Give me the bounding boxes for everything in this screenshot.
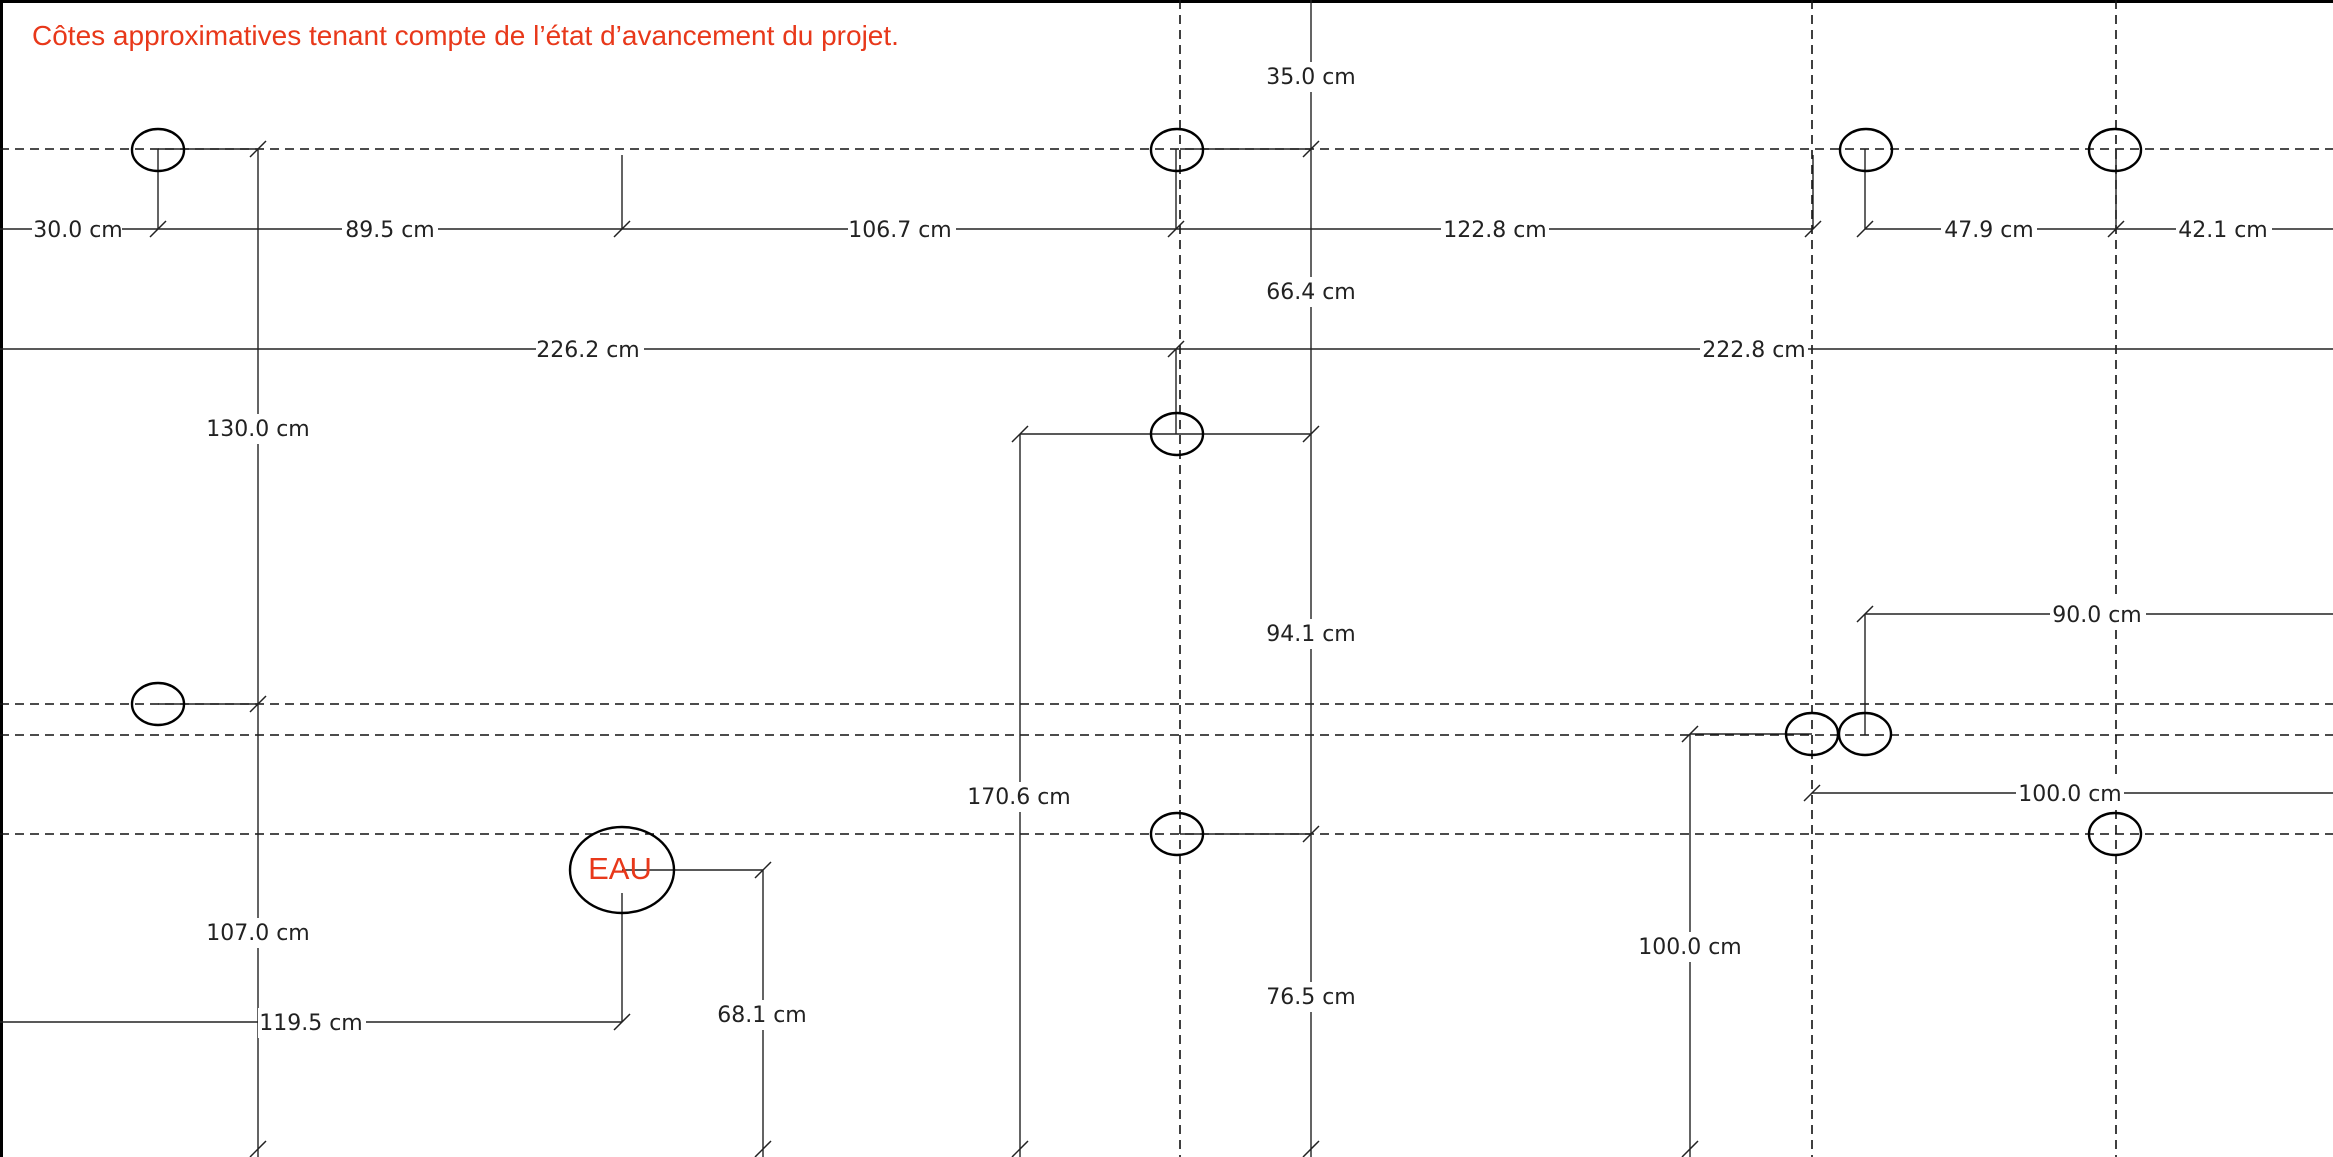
- dimension-label: 66.4 cm: [1266, 280, 1356, 305]
- dimension-label: 68.1 cm: [717, 1003, 807, 1028]
- point-marker: [1838, 127, 1894, 173]
- water-label: EAU: [588, 851, 652, 886]
- dimension-label: 76.5 cm: [1266, 985, 1356, 1010]
- point-marker: [1149, 127, 1205, 173]
- point-marker: [2087, 811, 2143, 857]
- dimension-label: 42.1 cm: [2178, 218, 2268, 243]
- point-marker: [1837, 711, 1893, 757]
- point-markers: [130, 127, 2143, 915]
- dimension-label: 122.8 cm: [1443, 218, 1547, 243]
- dimension-label: 89.5 cm: [345, 218, 435, 243]
- dimension-labels: 35.0 cm 30.0 cm 89.5 cm 106.7 cm 122.8 c…: [32, 62, 2272, 1038]
- dimension-label: 35.0 cm: [1266, 65, 1356, 90]
- point-marker: [1149, 411, 1205, 457]
- point-marker: [2087, 127, 2143, 173]
- horizontal-grid-lines: [0, 148, 2333, 835]
- dimension-label: 100.0 cm: [2018, 782, 2122, 807]
- dimension-label: 90.0 cm: [2052, 603, 2142, 628]
- dimension-label: 100.0 cm: [1638, 935, 1742, 960]
- dimension-label: 106.7 cm: [848, 218, 952, 243]
- point-marker: [130, 127, 186, 173]
- point-marker: [1149, 811, 1205, 857]
- dimension-label: 222.8 cm: [1702, 338, 1806, 363]
- project-note: Côtes approximatives tenant compte de l’…: [32, 20, 899, 51]
- dimension-label: 119.5 cm: [259, 1011, 363, 1036]
- dimension-label: 30.0 cm: [33, 218, 123, 243]
- dimension-label: 107.0 cm: [206, 921, 310, 946]
- point-marker: [130, 681, 186, 727]
- vertical-grid-lines: [1179, 0, 2117, 1157]
- water-point-marker: [568, 825, 676, 915]
- dimension-label: 226.2 cm: [536, 338, 640, 363]
- dimension-ticks: [149, 140, 2125, 1157]
- dimension-label: 94.1 cm: [1266, 622, 1356, 647]
- dimension-label: 47.9 cm: [1944, 218, 2034, 243]
- dimension-label: 130.0 cm: [206, 417, 310, 442]
- dimension-label: 170.6 cm: [967, 785, 1071, 810]
